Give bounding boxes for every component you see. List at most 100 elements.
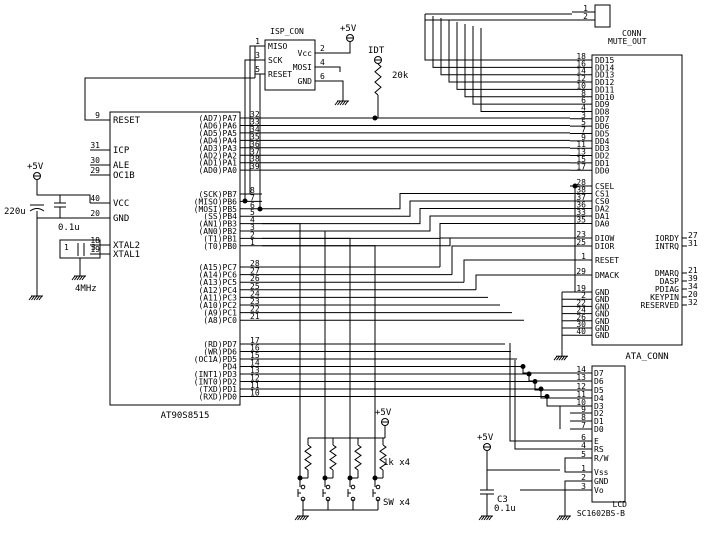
lcd-pin-label: D5	[594, 386, 604, 395]
ata-pin-label: GND	[595, 324, 610, 333]
ata-pin-number: 21	[688, 266, 698, 275]
mcu-pin-label: (MISO)PB6	[194, 197, 238, 206]
mcu-pin-label: ALE	[113, 161, 129, 171]
mute-connector-name: CONN	[622, 29, 641, 38]
crystal-body	[59, 239, 101, 259]
ata-pin-number: 7	[581, 126, 586, 135]
resistor-symbol	[304, 444, 312, 471]
isp-pin-number: 5	[255, 65, 260, 74]
lcd-pin-number: 10	[576, 398, 586, 407]
capacitor-0p1u-label: 0.1u	[58, 223, 80, 233]
ata-pin-number: 17	[576, 162, 586, 171]
wire	[486, 451, 560, 471]
mcu-pin-number: 40	[90, 194, 100, 203]
lcd-pin-number: 1	[581, 464, 586, 473]
mcu-pin-number: 6	[250, 201, 255, 210]
mcu-pin-label: (AD5)PA5	[198, 129, 237, 138]
ata-pin-label: DA2	[595, 205, 610, 214]
lcd-pin-label: D1	[594, 417, 604, 426]
junction-dot	[322, 475, 328, 481]
mcu-pin-label: (INT1)PD3	[194, 370, 238, 379]
mcu-pin-label: (A11)PC3	[198, 293, 237, 302]
ground-symbol	[481, 515, 485, 521]
mcu-pin-label: ICP	[113, 146, 130, 156]
lcd-pin-number: 11	[576, 390, 586, 399]
ata-pin-label: RESET	[595, 256, 619, 265]
ground-symbol	[81, 275, 86, 281]
ata-pin-number: 8	[581, 89, 586, 98]
ata-pin-number: 11	[576, 140, 586, 149]
mcu-pin-number: 2	[250, 230, 255, 239]
isp-pin-label: MOSI	[293, 63, 312, 72]
parts	[28, 4, 687, 521]
mcu-pin-number: 29	[90, 166, 100, 175]
ground-symbol	[38, 295, 43, 301]
lcd-pin-label: D3	[594, 402, 604, 411]
mcu-pin-number: 5	[250, 208, 255, 217]
ata-pin-number: 12	[576, 74, 586, 83]
mcu-pin-number: 34	[250, 125, 260, 134]
ata-pin-number: 35	[576, 216, 586, 225]
ata-pin-number: 19	[576, 284, 586, 293]
ground-symbol	[28, 295, 33, 301]
mcu-pin-label: (T1)PB1	[203, 234, 237, 243]
junction-dot	[532, 379, 538, 384]
ata-pin-number: 9	[581, 133, 586, 142]
junction-dot	[526, 371, 532, 377]
wire	[448, 20, 570, 83]
ata-pin-number: 5	[581, 118, 586, 127]
lcd-pin-label: D2	[594, 409, 604, 418]
ata-pin-label: CS1	[595, 190, 610, 199]
lcd-pin-label: RS	[594, 445, 604, 454]
wire	[439, 237, 570, 267]
ata-pin-label: DD7	[595, 115, 610, 124]
mcu-pin-number: 16	[250, 344, 260, 353]
wire	[262, 200, 570, 217]
isp-pin-number: 2	[320, 44, 325, 53]
isp-pin-number: 3	[255, 51, 260, 60]
ata-pin-label: DD3	[595, 144, 610, 153]
lcd-pin-label: Vo	[594, 486, 604, 495]
mcu-pin-number: 3	[250, 223, 255, 232]
wire	[463, 259, 570, 283]
ata-pin-label: GND	[595, 288, 610, 297]
mcu-pin-number: 11	[250, 381, 260, 390]
labels: AT90S8515RESET9ICP31ALE30OC1B29VCC40GND2…	[4, 4, 698, 518]
mcu-pin-number: 12	[250, 374, 260, 383]
mcu-pin-number: 26	[250, 274, 260, 283]
mcu-pin-label: (A13)PC5	[198, 278, 237, 287]
ata-pin-number: 1	[581, 252, 586, 261]
lcd-pin-number: 13	[576, 373, 586, 382]
wire	[509, 343, 560, 442]
ata-pin-number: 29	[576, 267, 586, 276]
mcu-pin-number: 4	[250, 216, 255, 225]
ground-symbol	[334, 100, 339, 106]
ata-pin-number: 4	[581, 103, 586, 112]
ata-pin-label: DD8	[595, 107, 610, 116]
ata-pin-number: 10	[576, 81, 586, 90]
wire	[540, 389, 570, 399]
wire	[464, 24, 570, 98]
mcu-pin-number: 32	[250, 110, 260, 119]
mcu-pin-number: 30	[90, 156, 100, 165]
mcu-pin-number: 35	[250, 132, 260, 141]
mcu-pin-number: 36	[250, 140, 260, 149]
lcd-pin-label: Vss	[594, 468, 609, 477]
ata-pin-number: 2	[581, 291, 586, 300]
switch-contact-icon	[325, 496, 331, 502]
ata-pin-label: DD0	[595, 166, 610, 175]
c3-value: 0.1u	[494, 504, 516, 514]
ata-pin-label: DD1	[595, 159, 610, 168]
wire	[335, 42, 351, 54]
mcu-pin-label: (A14)PC6	[198, 271, 237, 280]
junction-dot	[297, 475, 303, 481]
isp-pin-label: MISO	[268, 42, 287, 51]
mcu-body	[109, 111, 241, 406]
mcu-pin-number: 33	[250, 117, 260, 126]
supply-label: +5V	[375, 408, 392, 418]
lcd-pin-label: D6	[594, 377, 604, 386]
mcu-pin-label: XTAL2	[113, 241, 140, 251]
mcu-pin-number: 19	[90, 245, 100, 254]
ata-name: ATA_CONN	[625, 352, 668, 362]
ata-pin-number: 38	[576, 186, 586, 195]
